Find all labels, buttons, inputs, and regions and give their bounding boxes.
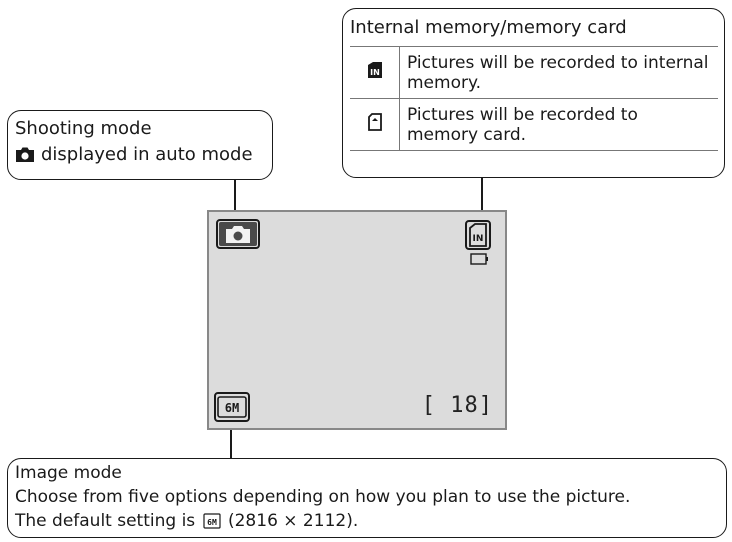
- svg-text:IN: IN: [473, 234, 484, 244]
- image-mode-title: Image mode: [15, 463, 122, 483]
- camera-icon: [219, 222, 257, 246]
- memory-connector: [481, 178, 483, 220]
- svg-text:IN: IN: [370, 68, 380, 77]
- table-row: IN Pictures will be recorded to internal…: [350, 46, 718, 99]
- camera-monitor: IN 6M [ 18]: [207, 210, 507, 430]
- image-mode-indicator: 6M: [214, 392, 250, 422]
- memory-callout: Internal memory/memory card IN Pictures …: [342, 8, 725, 178]
- internal-memory-icon: IN: [469, 223, 487, 247]
- battery-icon: [470, 253, 488, 265]
- memory-indicator: IN: [465, 220, 491, 250]
- image-mode-desc: Choose from five options depending on ho…: [15, 487, 631, 507]
- memory-row-text: Pictures will be recorded to memory card…: [399, 98, 718, 151]
- internal-memory-icon: IN: [367, 62, 382, 78]
- image-mode-6m-icon: 6M: [202, 513, 221, 529]
- camera-icon: [16, 147, 34, 162]
- shooting-mode-indicator: [216, 219, 260, 249]
- shooting-mode-callout: Shooting mode displayed in auto mode: [7, 110, 273, 180]
- memory-card-icon: [367, 113, 382, 131]
- image-mode-default-suffix: (2816 × 2112).: [227, 511, 359, 531]
- table-row: Pictures will be recorded to memory card…: [350, 98, 718, 151]
- shooting-connector: [234, 180, 236, 213]
- memory-callout-title: Internal memory/memory card: [350, 17, 627, 38]
- image-mode-6m-icon: 6M: [217, 396, 247, 418]
- svg-text:6M: 6M: [207, 518, 217, 527]
- frame-counter: [ 18]: [421, 393, 493, 418]
- memory-row-text: Pictures will be recorded to internal me…: [399, 46, 718, 99]
- image-mode-default-prefix: The default setting is: [15, 511, 196, 531]
- image-mode-callout: Image mode Choose from five options depe…: [7, 458, 727, 538]
- memory-table: IN Pictures will be recorded to internal…: [350, 46, 718, 151]
- shooting-mode-title: Shooting mode: [15, 118, 152, 139]
- shooting-mode-desc: displayed in auto mode: [41, 144, 253, 165]
- image-mode-connector: [230, 425, 232, 459]
- svg-text:6M: 6M: [225, 401, 239, 415]
